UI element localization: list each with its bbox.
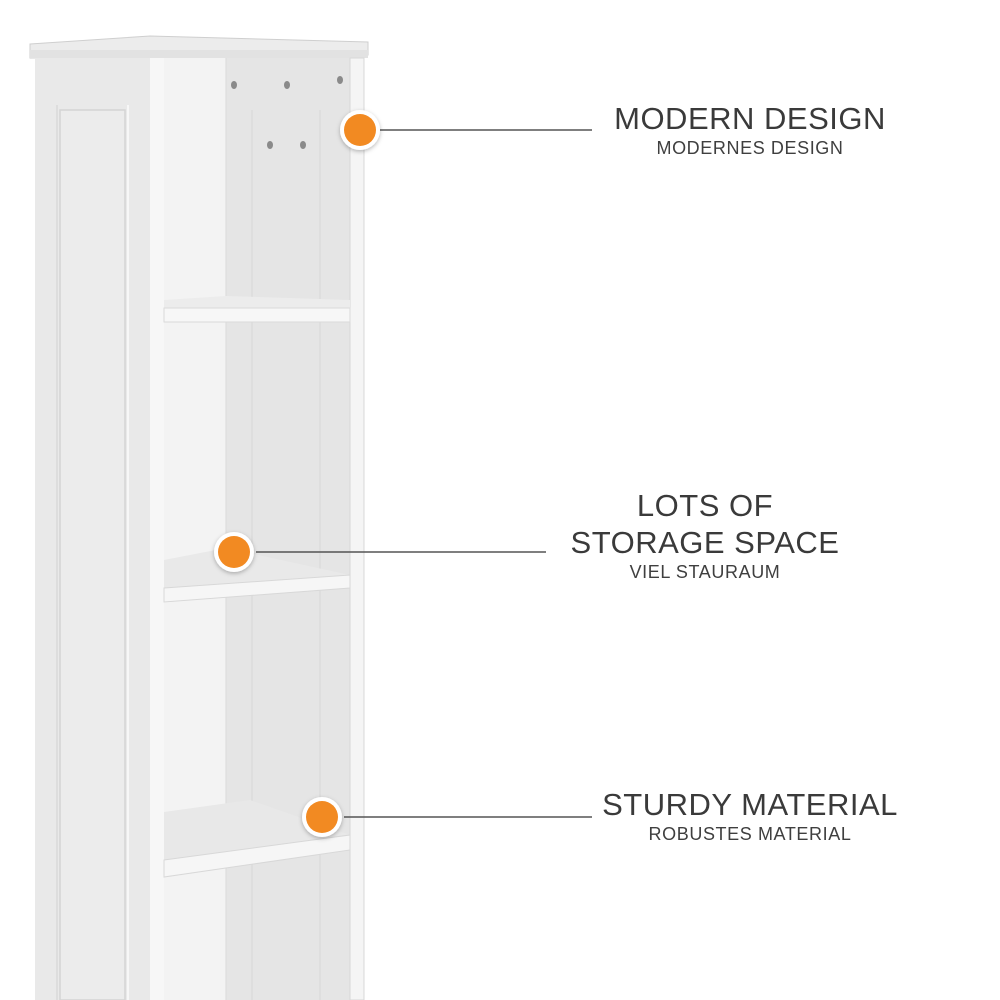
callout-marker — [214, 532, 254, 572]
callout-marker — [302, 797, 342, 837]
feature-title-line: LOTS OF — [636, 488, 774, 523]
shelf-board — [163, 800, 351, 878]
feature-subtitle: VIEL STAURAUM — [629, 562, 781, 582]
callout-marker — [340, 110, 380, 150]
feature-callout-design: MODERN DESIGN MODERNES DESIGN — [600, 100, 900, 159]
feature-title: STURDY MATERIAL — [602, 787, 898, 822]
feature-callout-storage: LOTS OF STORAGE SPACE VIEL STAURAUM — [555, 487, 855, 583]
shelf-board — [163, 296, 351, 323]
shelf-front-edge — [150, 58, 164, 1000]
feature-subtitle: ROBUSTES MATERIAL — [648, 824, 852, 844]
mounting-holes — [231, 76, 343, 149]
shelf-board — [163, 548, 351, 603]
shelf-unit — [29, 35, 369, 1000]
feature-callout-material: STURDY MATERIAL ROBUSTES MATERIAL — [600, 786, 900, 845]
feature-subtitle: MODERNES DESIGN — [656, 138, 844, 158]
feature-title: MODERN DESIGN — [614, 101, 886, 136]
feature-title-line: STORAGE SPACE — [570, 525, 840, 560]
